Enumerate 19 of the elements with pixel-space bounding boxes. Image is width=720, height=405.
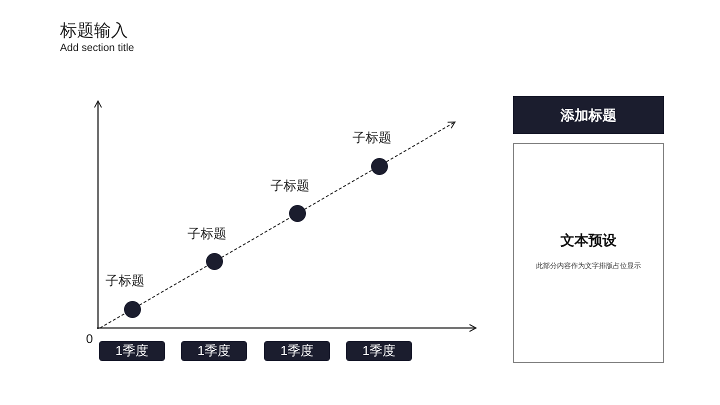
dashed-line [220, 217, 290, 258]
dashed-line [100, 313, 126, 328]
quarter-tag: 1季度 [264, 341, 330, 361]
point-label: 子标题 [188, 226, 226, 242]
quarter-tag: 1季度 [99, 341, 165, 361]
axis-origin-label: 0 [86, 332, 93, 346]
panel-heading: 文本预设 [560, 232, 616, 249]
quarter-tag: 1季度 [181, 341, 247, 361]
subtitle: Add section title [60, 42, 134, 54]
page-title: 标题输入 [60, 21, 128, 41]
quarter-tag: 1季度 [346, 341, 412, 361]
dashed-line [304, 170, 372, 210]
point-label: 子标题 [106, 273, 144, 290]
text-panel [513, 143, 664, 363]
dashed-arrow [386, 122, 456, 162]
panel-header: 添加标题 [513, 96, 664, 134]
dashed-line [138, 266, 208, 306]
point-label: 子标题 [270, 178, 310, 194]
point-label: 子标题 [352, 130, 392, 146]
